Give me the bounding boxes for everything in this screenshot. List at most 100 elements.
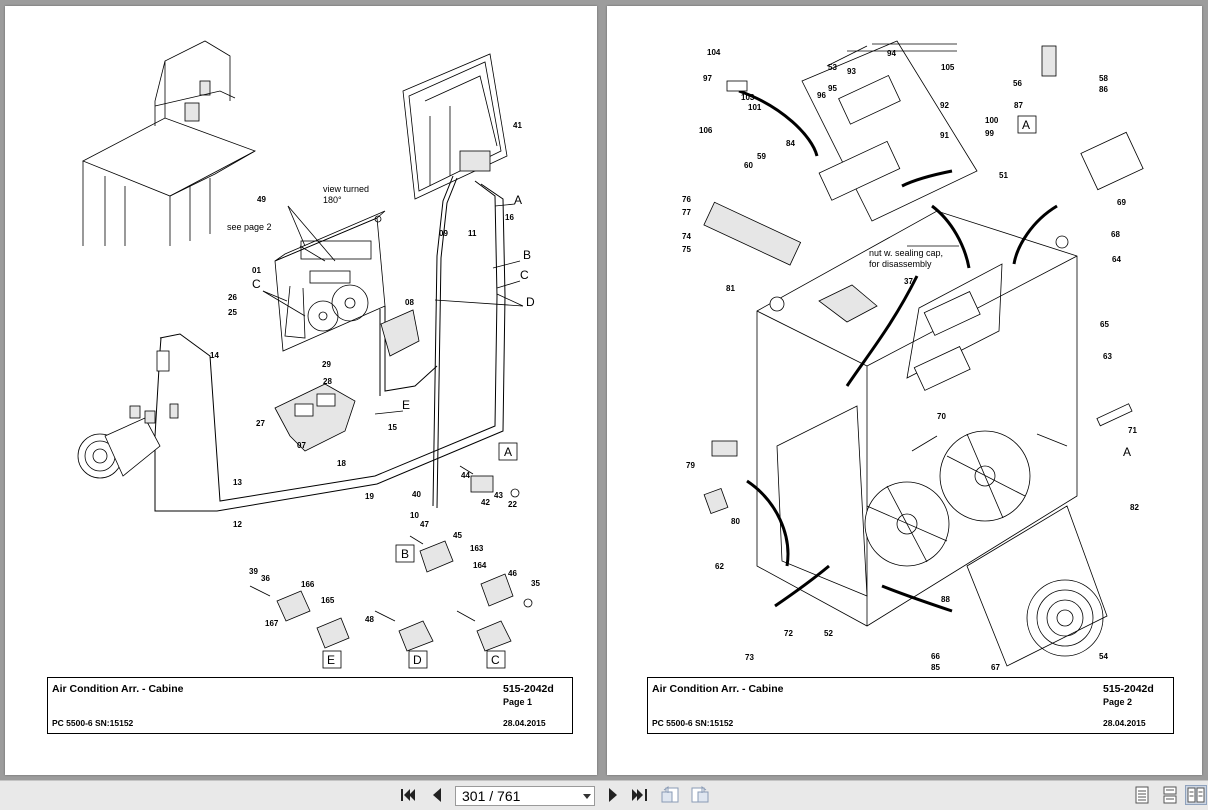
part-35: 35 [531, 579, 540, 588]
part-81: 81 [726, 284, 735, 293]
bracket-08 [380, 309, 420, 357]
part-70: 70 [937, 412, 946, 421]
page-indicator: 301 / 761 [462, 788, 521, 804]
part-14: 14 [210, 351, 219, 360]
part-13: 13 [233, 478, 242, 487]
part-42: 42 [481, 498, 490, 507]
drawing-page-number-p2: Page 2 [1103, 697, 1133, 707]
first-page-icon[interactable] [398, 785, 420, 805]
view-label-d: D [526, 295, 535, 309]
note-nut-line2: for disassembly [869, 259, 932, 269]
drawing-page-number: Page 1 [503, 697, 533, 707]
part-103: 103 [741, 93, 755, 102]
note-view-turned: view turned [323, 184, 369, 194]
leader-lines [262, 203, 524, 415]
filter-panel-top [801, 40, 978, 222]
part-43: 43 [494, 491, 503, 500]
parts-diagram-page-2: 37 51 52 53 54 56 58 59 60 62 63 64 65 6… [682, 40, 1144, 672]
part-37: 37 [904, 277, 913, 286]
part-63: 63 [1103, 352, 1112, 361]
ac-unit-assembly [274, 210, 386, 352]
part-167: 167 [265, 619, 279, 628]
part-92: 92 [940, 101, 949, 110]
part-79: 79 [686, 461, 695, 470]
box-label-a: A [504, 445, 512, 459]
continuous-view-icon[interactable] [1159, 785, 1181, 805]
box-label-b: B [401, 547, 409, 561]
part-165: 165 [321, 596, 335, 605]
view-label-c-detail: C [252, 277, 261, 291]
two-page-view-icon[interactable] [1185, 785, 1207, 805]
part-39: 39 [249, 567, 258, 576]
part-46: 46 [508, 569, 517, 578]
box-label-a-p2: A [1022, 118, 1030, 132]
part-77: 77 [682, 208, 691, 217]
part-66: 66 [931, 652, 940, 661]
part-22: 22 [508, 500, 517, 509]
roof-panel [402, 53, 508, 200]
hardware-group-c [456, 610, 512, 652]
part-93: 93 [847, 67, 856, 76]
leader-lines-p2 [826, 45, 1068, 452]
note-angle: 180° [323, 195, 342, 205]
part-labels-p2: 37 51 52 53 54 56 58 59 60 62 63 64 65 6… [682, 48, 1139, 672]
part-12: 12 [233, 520, 242, 529]
part-100: 100 [985, 116, 999, 125]
part-91: 91 [940, 131, 949, 140]
go-forward-icon[interactable] [689, 785, 711, 805]
part-15: 15 [388, 423, 397, 432]
next-page-icon[interactable] [602, 785, 624, 805]
drawing-title-p2: Air Condition Arr. - Cabine [652, 683, 784, 695]
part-10: 10 [410, 511, 419, 520]
part-28: 28 [323, 377, 332, 386]
page-number-select[interactable]: 301 / 761 [455, 786, 595, 806]
part-01: 01 [252, 266, 261, 275]
single-page-view-icon[interactable] [1131, 785, 1153, 805]
condenser-fans [864, 430, 1031, 567]
part-67: 67 [991, 663, 1000, 672]
part-16: 16 [505, 213, 514, 222]
part-07: 07 [297, 441, 306, 450]
part-97: 97 [703, 74, 712, 83]
part-99: 99 [985, 129, 994, 138]
box-label-d: D [413, 653, 422, 667]
note-see-page: see page 2 [227, 222, 272, 232]
part-09: 09 [439, 229, 448, 238]
compressor [77, 403, 179, 479]
part-29: 29 [322, 360, 331, 369]
note-nut-line1: nut w. sealing cap, [869, 248, 943, 258]
view-label-a-p2: A [1123, 445, 1131, 459]
part-74: 74 [682, 232, 691, 241]
part-68: 68 [1111, 230, 1120, 239]
view-label-e: E [402, 398, 410, 412]
part-47: 47 [420, 520, 429, 529]
part-62: 62 [715, 562, 724, 571]
part-94: 94 [887, 49, 896, 58]
document-page-2: 37 51 52 53 54 56 58 59 60 62 63 64 65 6… [607, 6, 1202, 775]
part-60: 60 [744, 161, 753, 170]
part-80: 80 [731, 517, 740, 526]
hardware-group-b [409, 535, 533, 608]
document-number: 515-2042d [503, 683, 554, 695]
part-95: 95 [828, 84, 837, 93]
part-106: 106 [699, 126, 713, 135]
go-back-icon[interactable] [659, 785, 681, 805]
part-19: 19 [365, 492, 374, 501]
part-59: 59 [757, 152, 766, 161]
previous-page-icon[interactable] [426, 785, 448, 805]
part-163: 163 [470, 544, 484, 553]
fan-guard [966, 505, 1108, 667]
part-105: 105 [941, 63, 955, 72]
drawing-title: Air Condition Arr. - Cabine [52, 683, 184, 695]
part-56: 56 [1013, 79, 1022, 88]
part-65: 65 [1100, 320, 1109, 329]
last-page-icon[interactable] [629, 785, 651, 805]
part-76: 76 [682, 195, 691, 204]
bracket-07 [274, 383, 356, 452]
part-48: 48 [365, 615, 374, 624]
part-49: 49 [257, 195, 266, 204]
part-69: 69 [1117, 198, 1126, 207]
part-27: 27 [256, 419, 265, 428]
part-41: 41 [513, 121, 522, 130]
part-72: 72 [784, 629, 793, 638]
